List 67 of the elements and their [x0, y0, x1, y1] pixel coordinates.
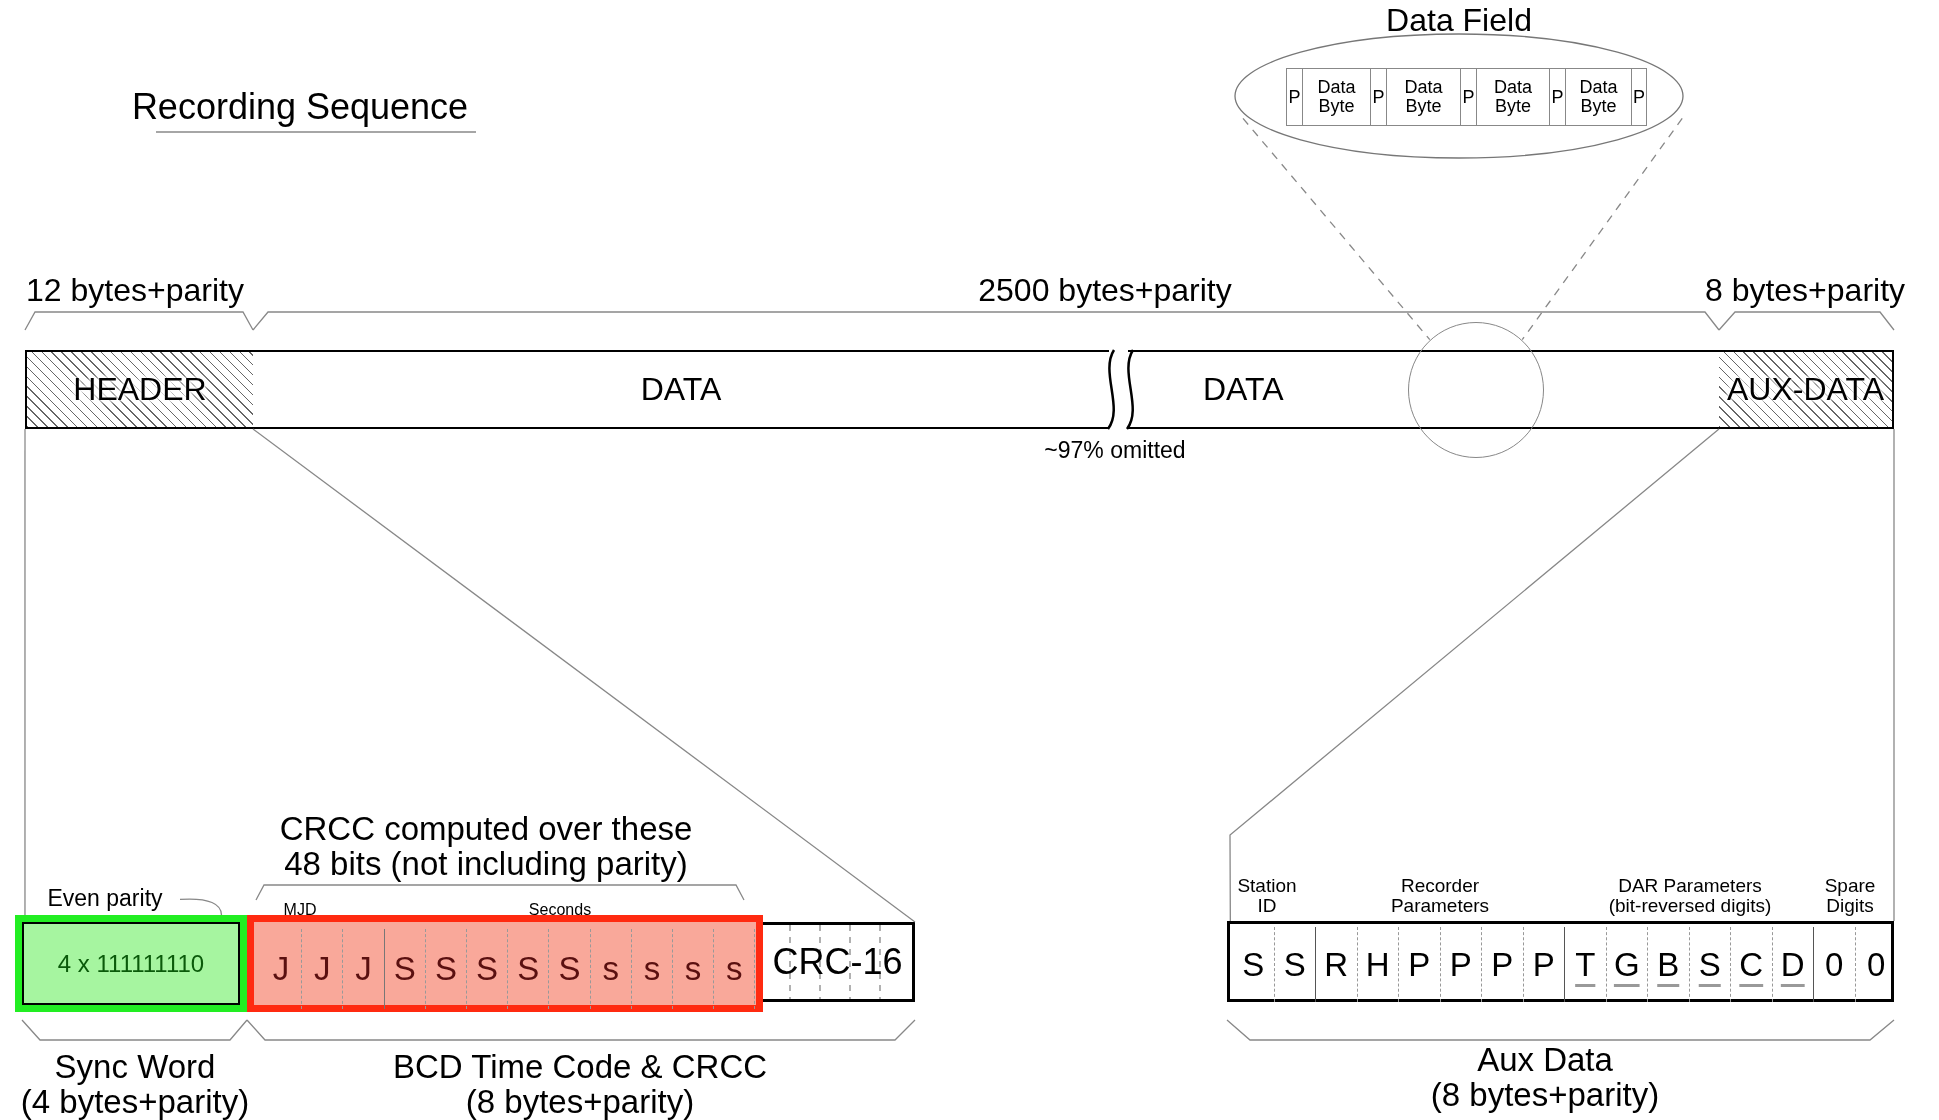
digit-cell: T	[1565, 927, 1607, 1002]
group-label: MJD	[282, 902, 318, 919]
digit-cell: J	[302, 929, 344, 1009]
byte-cell: Data Byte	[1565, 68, 1631, 126]
data-segment: DATA	[253, 350, 1109, 429]
group-label: Spare Digits	[1823, 876, 1877, 916]
sync-word-field: 4 x 111111110	[15, 915, 247, 1012]
digit-cell: S	[384, 929, 426, 1009]
byte-cell: Data Byte	[1386, 68, 1460, 126]
digit-cell: S	[549, 929, 591, 1009]
digit-cell: P	[1440, 927, 1482, 1002]
digit-cell: S	[1689, 927, 1731, 1002]
group-label: Recorder Parameters	[1389, 876, 1491, 916]
digit-cell: 0	[1855, 927, 1897, 1002]
size-label: 2500 bytes+parity	[977, 274, 1233, 308]
zoom-line	[1229, 428, 1720, 922]
byte-cell: Data Byte	[1476, 68, 1549, 126]
digit-cell: 0	[1814, 927, 1856, 1002]
digit-cell: J	[343, 929, 385, 1009]
byte-cell: Data Byte	[1302, 68, 1370, 126]
data-segment: DATA	[1128, 350, 1719, 429]
digit-cell: P	[1482, 927, 1524, 1002]
magnified-view-title: Data Field	[1385, 2, 1533, 39]
note-text: ~97% omitted	[1043, 438, 1187, 463]
digit-cell: B	[1648, 927, 1690, 1002]
byte-cell: P	[1460, 68, 1476, 126]
group-label: Seconds	[527, 902, 593, 919]
digit-cell: H	[1357, 927, 1399, 1002]
size-label: 8 bytes+parity	[1703, 274, 1907, 308]
digit-cell: C	[1731, 927, 1773, 1002]
digit-cell: J	[261, 929, 303, 1009]
digit-cell: P	[1523, 927, 1565, 1002]
leader-line	[179, 898, 223, 916]
size-label: 12 bytes+parity	[25, 274, 245, 308]
digit-cell: D	[1772, 927, 1814, 1002]
digit-cell: s	[673, 929, 715, 1009]
digit-cell: G	[1606, 927, 1648, 1002]
digit-cell: s	[714, 929, 756, 1009]
byte-cell: P	[1370, 68, 1386, 126]
digit-cell: P	[1399, 927, 1441, 1002]
zoom-line	[1242, 117, 1431, 341]
digit-cell: S	[425, 929, 467, 1009]
digit-cell: s	[590, 929, 632, 1009]
zoom-line	[252, 428, 916, 923]
digit-cell: S	[1233, 927, 1275, 1002]
byte-cell: P	[1286, 68, 1302, 126]
group-label: Station ID	[1236, 876, 1298, 916]
byte-cell: P	[1631, 68, 1647, 126]
group-label: DAR Parameters (bit-reversed digits)	[1607, 876, 1773, 916]
digit-cell: s	[631, 929, 673, 1009]
zoom-line	[24, 428, 26, 916]
digit-cell: S	[1274, 927, 1316, 1002]
aux-data-row	[1227, 921, 1894, 1002]
digit-cell: S	[508, 929, 550, 1009]
field-caption: Aux Data (8 bytes+parity)	[1429, 1043, 1661, 1113]
annotation-text: Even parity	[30, 884, 180, 912]
note-text: CRCC computed over these 48 bits (not including parity)	[278, 812, 694, 882]
digit-cell: R	[1316, 927, 1358, 1002]
field-caption: BCD Time Code & CRCC (8 bytes+parity)	[391, 1050, 769, 1120]
time-code-group	[247, 915, 763, 1012]
diagram-title: Recording Sequence	[130, 88, 470, 126]
crc-field: CRC-16	[763, 922, 915, 1002]
field-caption: Sync Word (4 bytes+parity)	[19, 1050, 251, 1120]
digit-cell: S	[467, 929, 509, 1009]
zoom-line	[1893, 428, 1895, 922]
zoom-line	[1521, 117, 1683, 341]
byte-cell: P	[1549, 68, 1565, 126]
